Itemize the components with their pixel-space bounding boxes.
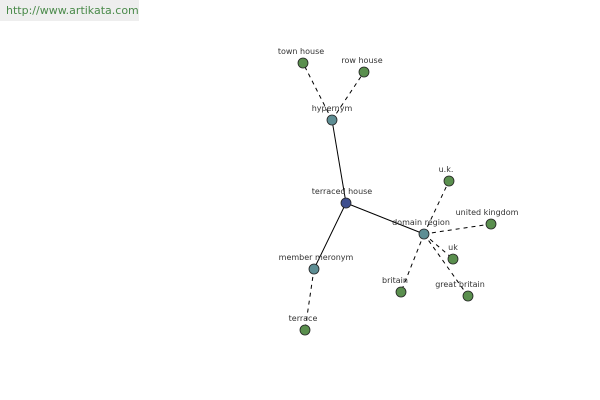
- node-uk[interactable]: [447, 253, 459, 265]
- watermark-url: http://www.artikata.com: [0, 0, 139, 21]
- node-label-terraced-house: terraced house: [312, 187, 373, 196]
- node-britain[interactable]: [395, 286, 407, 298]
- edge-hypernym-to-row-house: [331, 71, 365, 121]
- node-label-hypernym: hypernym: [312, 104, 353, 113]
- node-label-town-house: town house: [278, 47, 324, 56]
- node-uk-dots[interactable]: [443, 175, 455, 187]
- node-row-house[interactable]: [358, 66, 370, 78]
- node-label-terrace: terrace: [289, 314, 318, 323]
- edge-terraced-house-to-member-meronym: [313, 202, 347, 270]
- node-town-house[interactable]: [297, 57, 309, 69]
- node-label-row-house: row house: [341, 56, 382, 65]
- edge-terraced-house-to-domain-region: [345, 202, 425, 235]
- node-terraced-house[interactable]: [340, 197, 352, 209]
- node-label-uk-dots: u.k.: [439, 165, 454, 174]
- edge-hypernym-to-town-house: [302, 62, 333, 121]
- node-label-britain: britain: [382, 276, 408, 285]
- edge-domain-region-to-uk: [423, 233, 454, 260]
- node-great-britain[interactable]: [462, 290, 474, 302]
- node-label-united-kingdom: united kingdom: [456, 208, 519, 217]
- node-hypernym[interactable]: [326, 114, 338, 126]
- labels-layer: terraced house hypernym member meronym doma…: [278, 47, 519, 323]
- nodes-layer: [297, 57, 497, 336]
- node-member-meronym[interactable]: [308, 263, 320, 275]
- node-label-uk: uk: [448, 243, 458, 252]
- node-terrace[interactable]: [299, 324, 311, 336]
- node-united-kingdom[interactable]: [485, 218, 497, 230]
- node-label-member-meronym: member meronym: [279, 253, 354, 262]
- edge-domain-region-to-britain: [400, 233, 425, 293]
- node-label-domain-region: domain region: [392, 218, 450, 227]
- edge-member-meronym-to-terrace: [304, 268, 315, 331]
- node-domain-region[interactable]: [418, 228, 430, 240]
- node-label-great-britain: great britain: [435, 280, 485, 289]
- edge-terraced-house-to-hypernym: [331, 119, 347, 204]
- edge-domain-region-to-united-kingdom: [423, 223, 492, 235]
- edge-domain-region-to-uk-dots: [423, 180, 450, 235]
- edges-layer: [302, 62, 492, 331]
